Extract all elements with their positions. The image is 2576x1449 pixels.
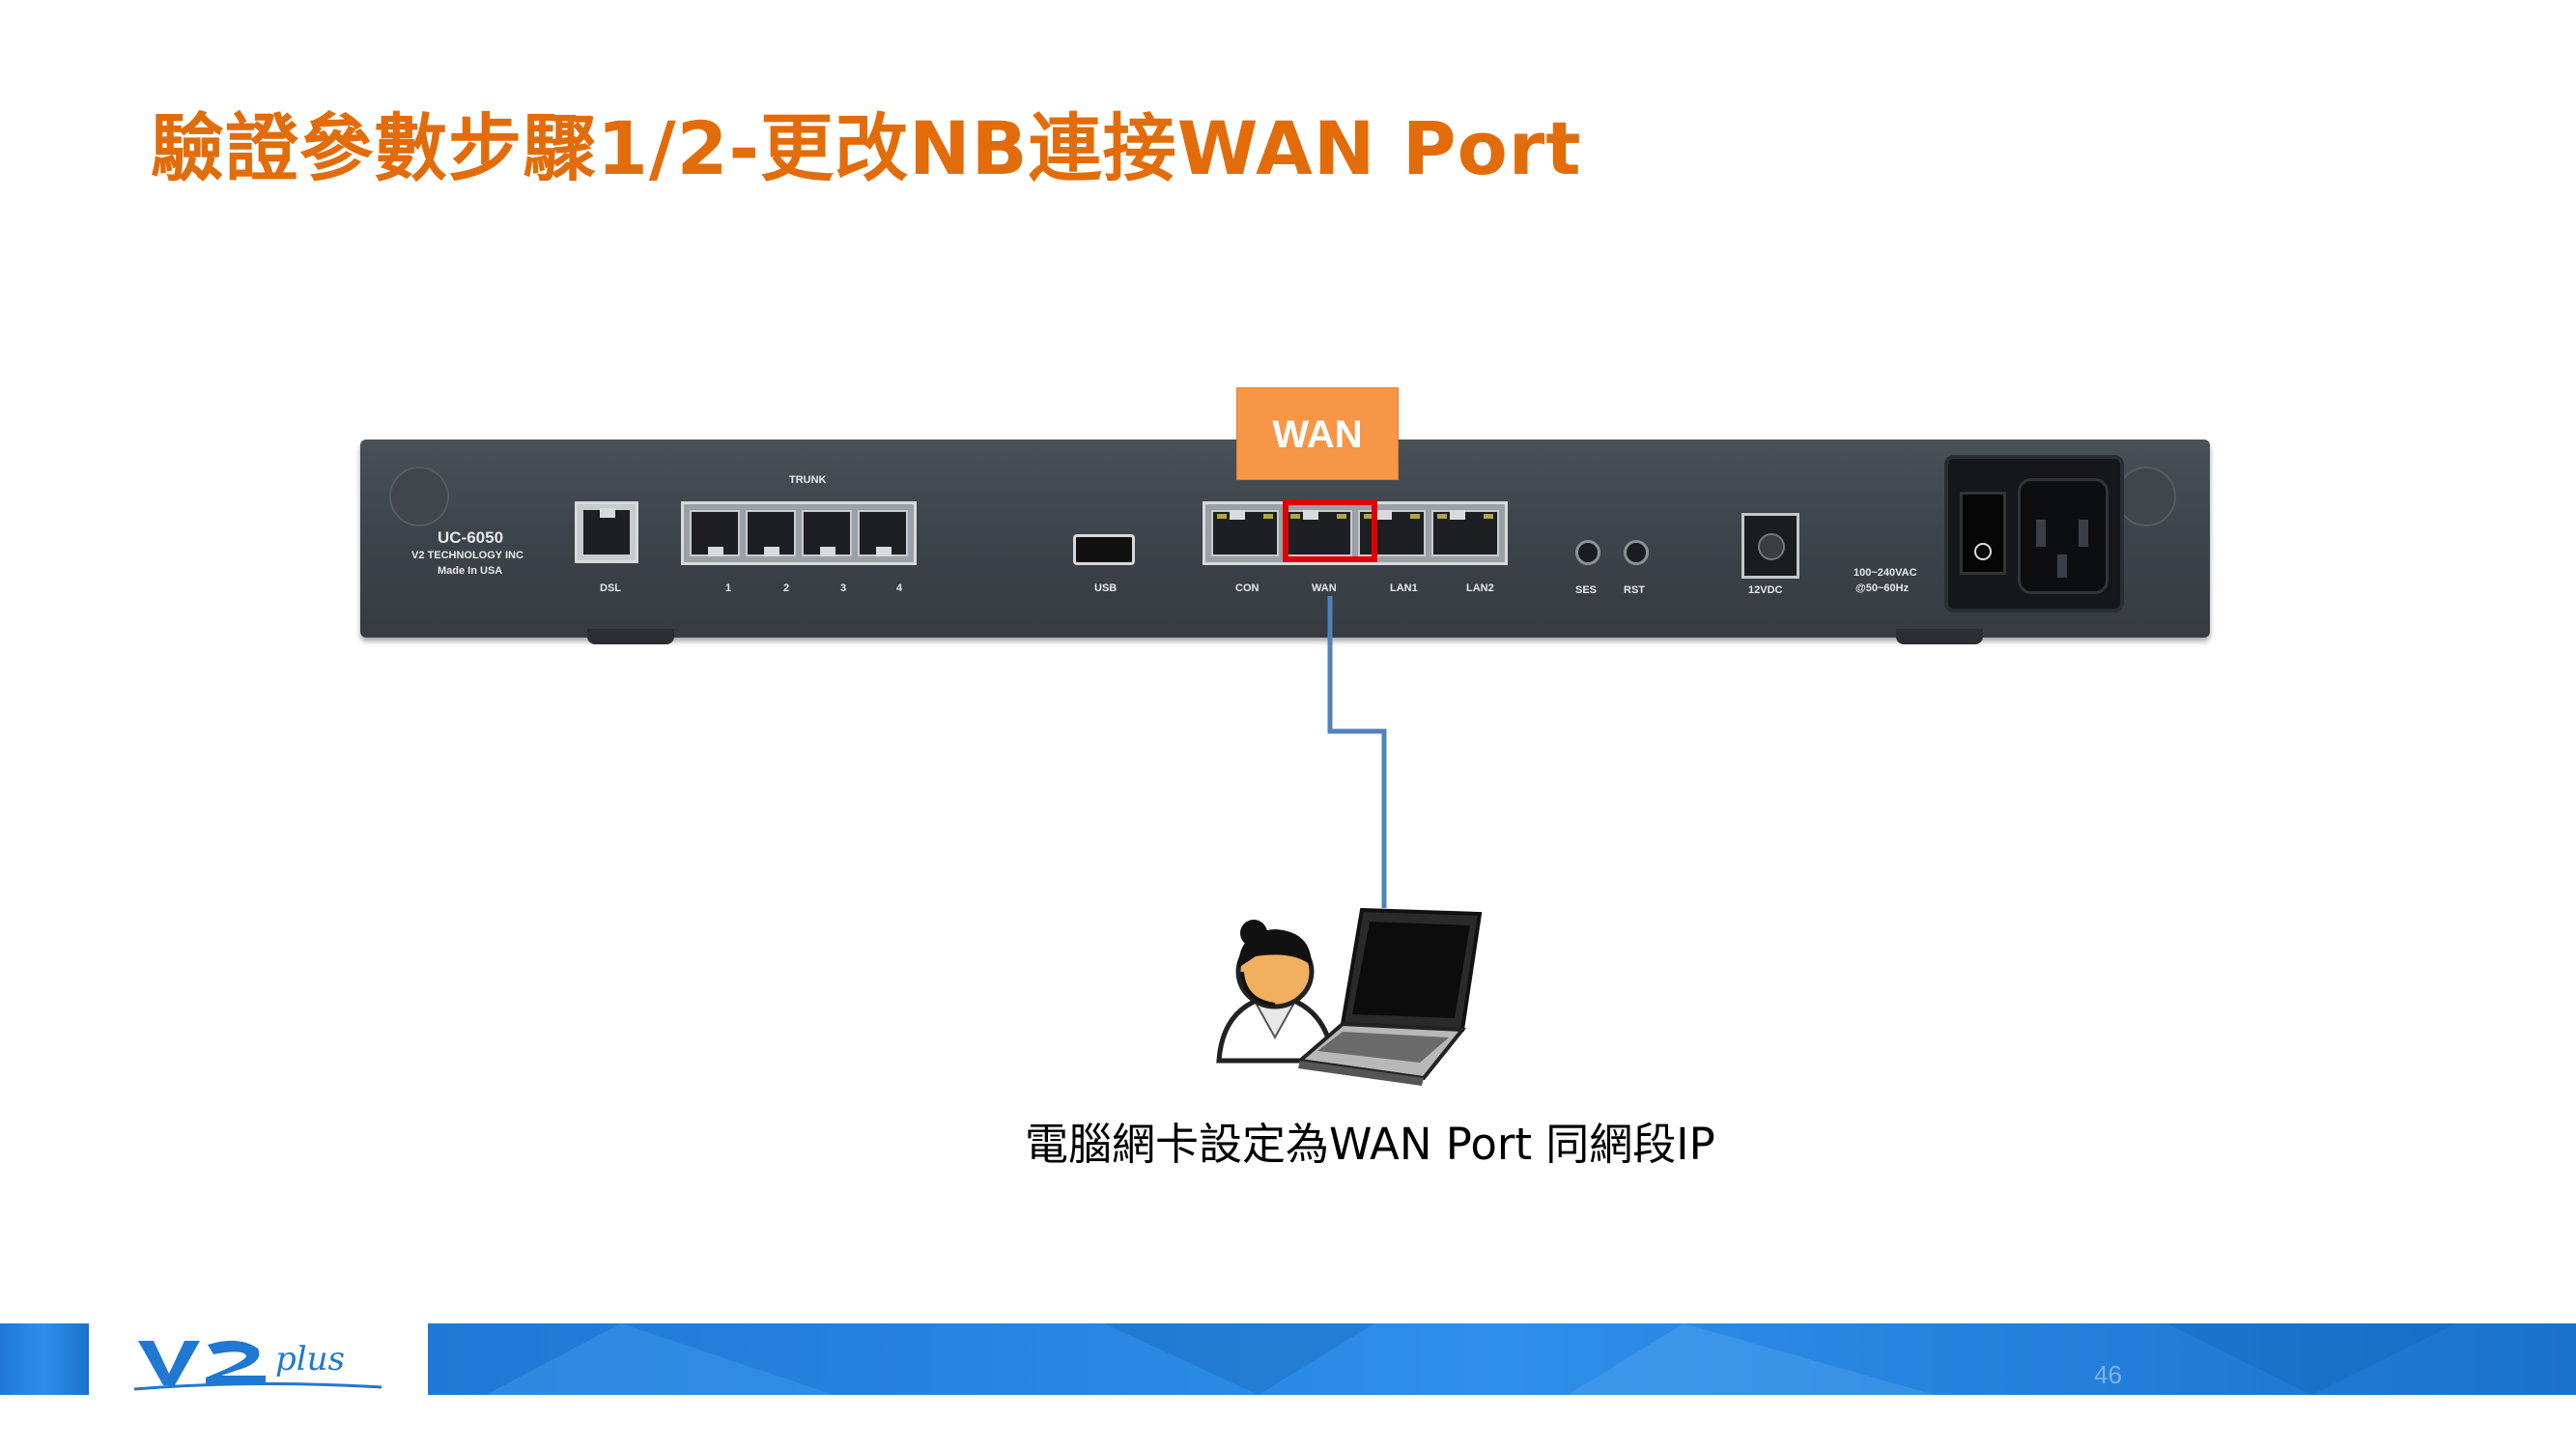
usb-label: USB <box>1094 582 1118 594</box>
ses-label: SES <box>1575 584 1598 596</box>
trunk-port-3 <box>802 510 852 556</box>
wan-port <box>1285 510 1352 556</box>
device-origin: Made In USA <box>438 565 503 577</box>
power-switch <box>1960 492 2006 575</box>
device-model: UC-6050 <box>438 528 504 547</box>
wan-label: WAN <box>1312 582 1337 594</box>
power-switch-icon <box>1974 543 1992 560</box>
screw-icon <box>2116 467 2176 526</box>
v2plus-logo: plus <box>130 1331 391 1395</box>
trunk-port-2 <box>746 510 796 556</box>
rst-button <box>1624 540 1649 565</box>
trunk-port-1 <box>690 510 740 556</box>
device-foot <box>1896 629 1983 644</box>
trunk-port-4 <box>858 510 908 556</box>
trunk-label: TRUNK <box>789 474 827 486</box>
dsl-port <box>575 501 638 563</box>
svg-text:plus: plus <box>275 1340 345 1378</box>
page-number: 46 <box>2094 1360 2122 1389</box>
usb-port <box>1073 534 1135 565</box>
diagram-caption: 電腦網卡設定為WAN Port 同網段IP <box>1025 1119 1715 1170</box>
device-foot <box>587 629 674 644</box>
lan2-label: LAN2 <box>1466 582 1494 594</box>
footer-bar: plus <box>0 1323 2576 1395</box>
trunk-port-label-1: 1 <box>725 582 732 594</box>
dsl-label: DSL <box>600 582 621 594</box>
trunk-port-label-4: 4 <box>896 582 903 594</box>
slide-title: 驗證參數步驟1/2-更改NB連接WAN Port <box>151 105 1582 191</box>
wan-callout-tag: WAN <box>1236 387 1399 480</box>
rst-label: RST <box>1624 584 1645 596</box>
lan1-port <box>1358 510 1426 556</box>
ac-spec-line2: @50~60Hz <box>1855 582 1910 594</box>
iec-socket <box>2018 478 2109 594</box>
lan1-label: LAN1 <box>1390 582 1418 594</box>
dc-power-jack <box>1741 513 1799 579</box>
laptop-icon <box>1295 907 1483 1086</box>
ac-power-inlet <box>1944 455 2124 612</box>
network-cable <box>1327 596 1387 908</box>
ses-button <box>1575 540 1600 565</box>
ac-spec-line1: 100~240VAC <box>1854 567 1917 579</box>
trunk-ports <box>681 501 917 565</box>
wan-port-highlight <box>1283 499 1377 562</box>
footer-stripe-left <box>0 1323 89 1395</box>
device-company: V2 TECHNOLOGY INC <box>411 550 524 561</box>
network-ports <box>1203 501 1508 565</box>
trunk-port-label-2: 2 <box>783 582 790 594</box>
user-icon <box>1216 920 1336 1064</box>
footer-stripe-right <box>428 1323 2576 1395</box>
con-port <box>1211 510 1279 556</box>
dc-label: 12VDC <box>1748 584 1783 596</box>
trunk-port-label-3: 3 <box>840 582 847 594</box>
screw-icon <box>389 467 449 526</box>
lan2-port <box>1431 510 1499 556</box>
con-label: CON <box>1235 582 1260 594</box>
